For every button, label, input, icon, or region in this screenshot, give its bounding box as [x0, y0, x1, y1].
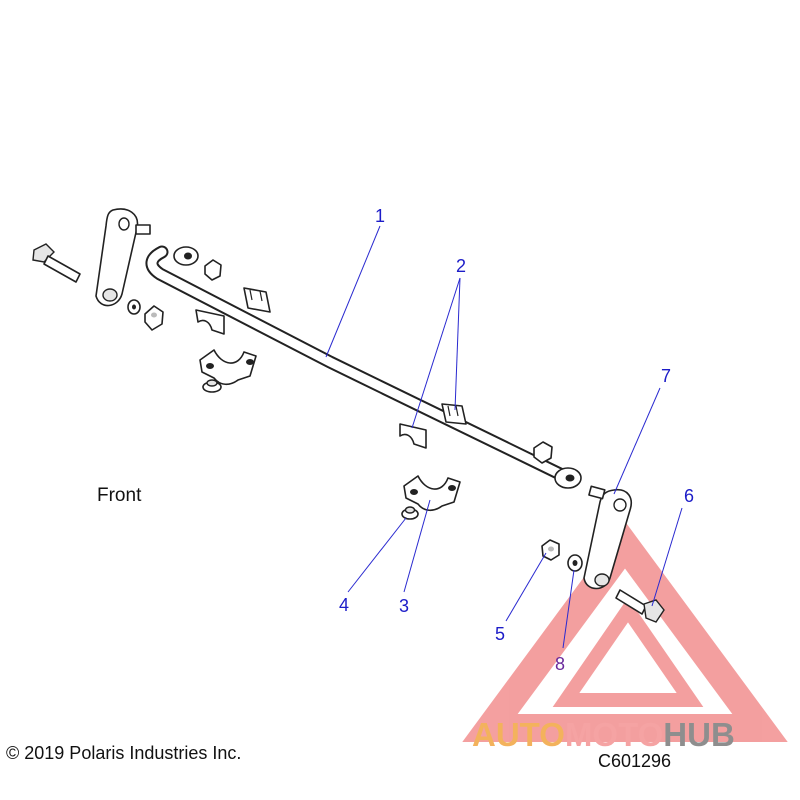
left-nut	[144, 305, 164, 331]
left-link-rod	[95, 208, 151, 307]
callout-1: 1	[375, 206, 385, 226]
copyright-text: © 2019 Polaris Industries Inc.	[6, 743, 242, 763]
watermark-logo	[462, 521, 788, 742]
left-washer	[127, 299, 141, 315]
right-nut	[541, 539, 560, 561]
bar-nut-right	[533, 441, 553, 464]
callout-labels: 1 2 3 4 5 6 7 8	[339, 206, 694, 674]
watermark-text: AUTOMOTOHUB	[472, 716, 735, 754]
left-clamp	[199, 349, 257, 386]
callout-7: 7	[661, 366, 671, 386]
left-bolt	[32, 243, 81, 283]
right-clamp	[403, 475, 461, 512]
watermark-hub: HUB	[663, 716, 735, 753]
callout-4: 4	[339, 595, 349, 615]
right-link-rod	[583, 485, 632, 590]
stabilizer-bar	[145, 245, 582, 489]
upper-nut	[204, 259, 222, 281]
callout-5: 5	[495, 624, 505, 644]
leader-lines	[325, 225, 683, 649]
right-bushing-lower	[399, 423, 427, 449]
drawing-code: C601296	[598, 751, 672, 771]
callout-2: 2	[456, 256, 466, 276]
right-flange-nut	[401, 506, 419, 520]
left-flange-nut	[202, 379, 222, 393]
watermark-auto: AUTO	[472, 716, 565, 753]
left-bushing-lower	[195, 309, 225, 335]
callout-6: 6	[684, 486, 694, 506]
callout-3: 3	[399, 596, 409, 616]
left-bushing-upper	[243, 287, 271, 313]
watermark-moto: MOTO	[564, 716, 664, 753]
right-washer	[567, 554, 583, 572]
callout-8: 8	[555, 654, 565, 674]
front-label: Front	[97, 485, 142, 506]
right-bushing-upper	[441, 403, 467, 425]
right-bolt	[615, 589, 665, 623]
